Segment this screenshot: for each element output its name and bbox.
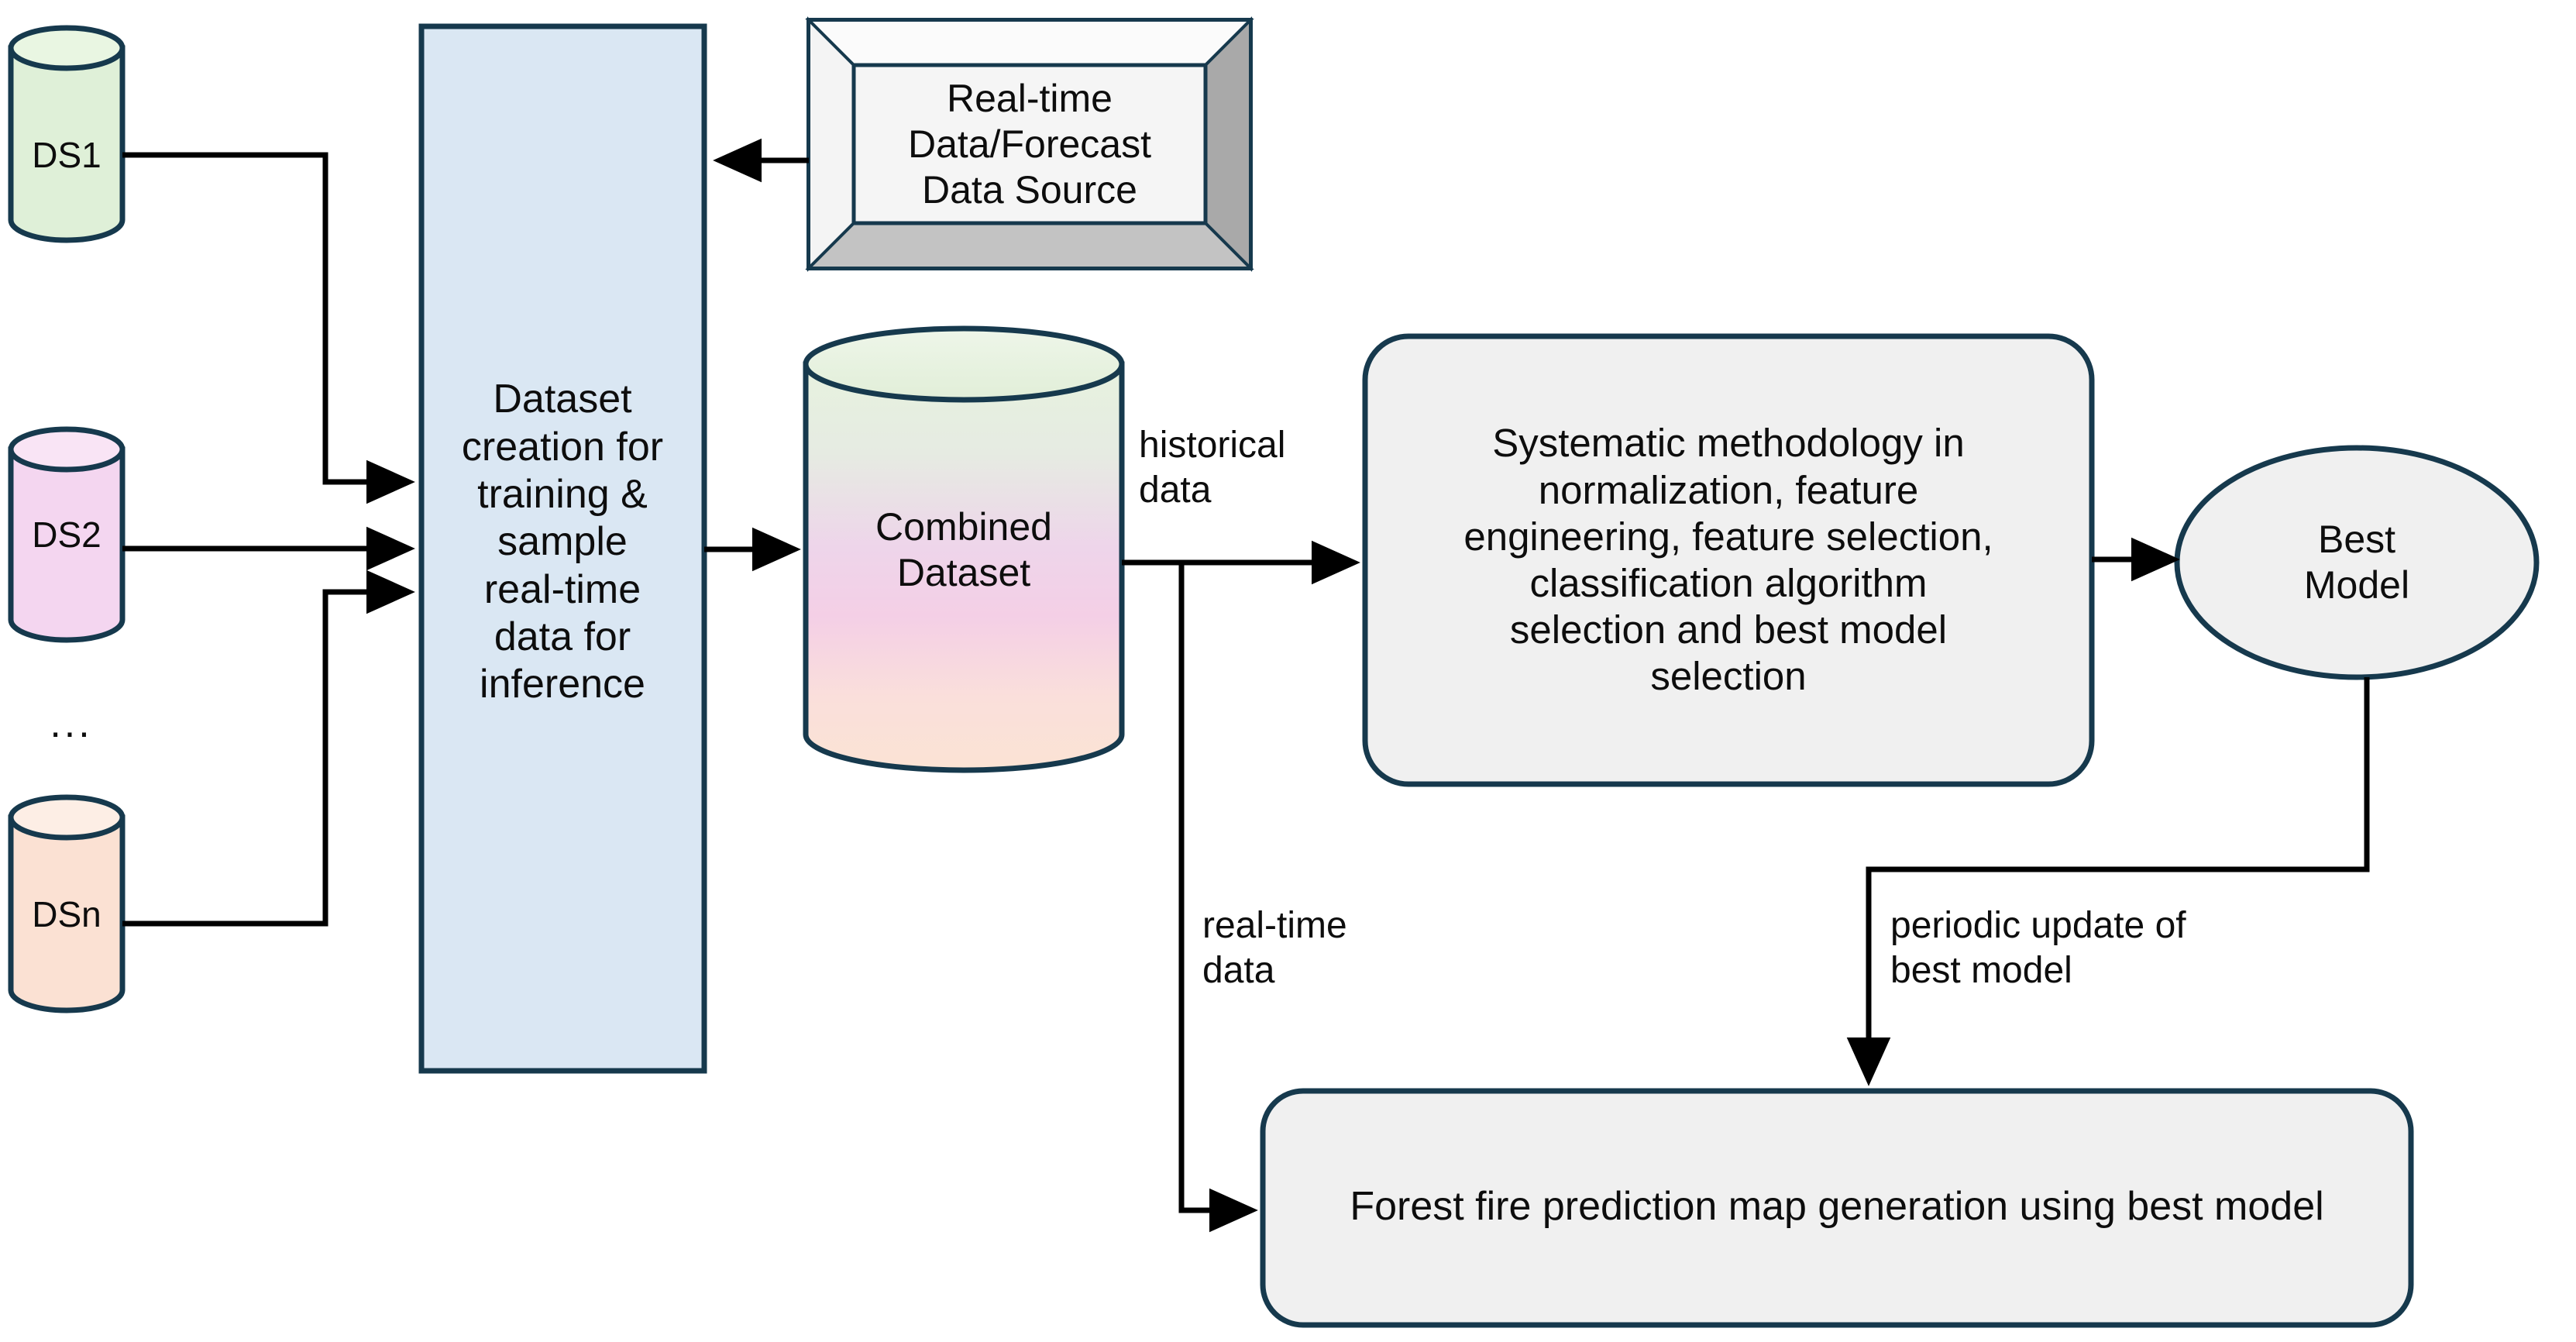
edge-label-historical-data: historical data: [1139, 425, 1286, 511]
node-ds2[interactable]: [8, 426, 126, 643]
edge-label-periodic-update: periodic update of best model: [1890, 905, 2186, 991]
edge-dsn-to-creation: [122, 569, 415, 927]
node-dataset-creation[interactable]: [418, 23, 707, 1074]
edge-combined-to-prediction: [1178, 563, 1258, 1233]
node-data-source[interactable]: [805, 16, 1254, 272]
node-ds1[interactable]: [8, 25, 126, 243]
edge-label-real-time-data: real-time data: [1202, 905, 1347, 991]
node-methodology[interactable]: [1362, 333, 2095, 787]
edge-ds1-to-creation: [122, 152, 415, 504]
node-dsn[interactable]: [8, 794, 126, 1013]
node-prediction-map[interactable]: [1260, 1088, 2414, 1328]
node-best-model[interactable]: [2174, 445, 2540, 680]
node-combined-dataset[interactable]: [803, 325, 1125, 773]
edge-best-to-prediction: [1846, 677, 2370, 1086]
